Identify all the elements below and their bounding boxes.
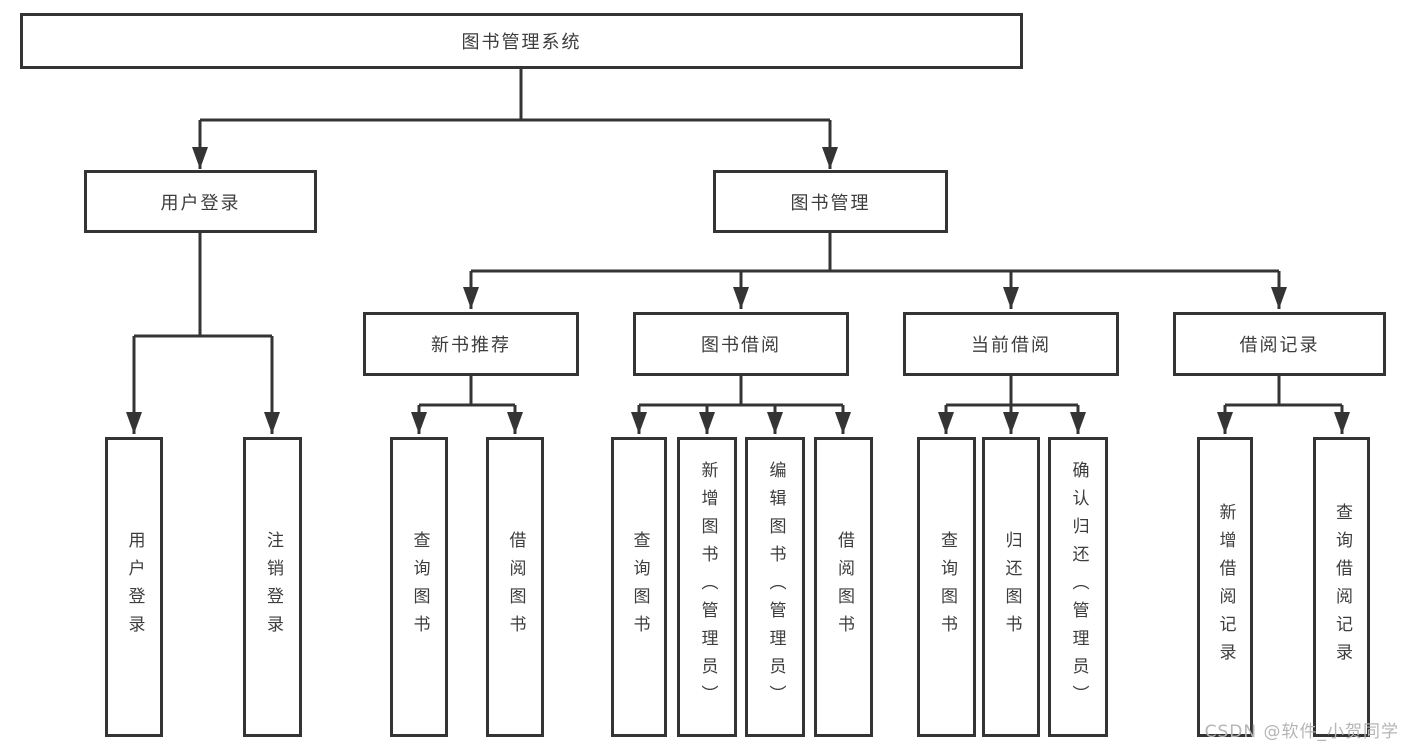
leaf-borrow-book-1: 借阅图书: [486, 437, 544, 737]
leaf-user-login: 用户登录: [105, 437, 163, 737]
node-root-system: 图书管理系统: [20, 13, 1023, 69]
node-book-management: 图书管理: [713, 170, 948, 233]
node-user-login: 用户登录: [84, 170, 317, 233]
leaf-query-borrow-record: 查询借阅记录: [1313, 437, 1370, 737]
node-current-borrow: 当前借阅: [903, 312, 1119, 376]
csdn-watermark: CSDN @软件_小贺同学: [1204, 722, 1399, 742]
leaf-query-book-3: 查询图书: [917, 437, 976, 737]
leaf-edit-book-admin: 编辑图书（管理员）: [745, 437, 805, 737]
leaf-query-book-1: 查询图书: [390, 437, 448, 737]
leaf-return-book: 归还图书: [982, 437, 1040, 737]
leaf-add-borrow-record: 新增借阅记录: [1197, 437, 1253, 737]
leaf-borrow-book-2: 借阅图书: [814, 437, 873, 737]
leaf-query-book-2: 查询图书: [611, 437, 667, 737]
leaf-logout: 注销登录: [243, 437, 302, 737]
leaf-add-book-admin: 新增图书（管理员）: [677, 437, 737, 737]
node-borrow-records: 借阅记录: [1173, 312, 1386, 376]
leaf-confirm-return-admin: 确认归还（管理员）: [1048, 437, 1108, 737]
node-book-borrow: 图书借阅: [633, 312, 849, 376]
node-new-book-recommend: 新书推荐: [363, 312, 579, 376]
